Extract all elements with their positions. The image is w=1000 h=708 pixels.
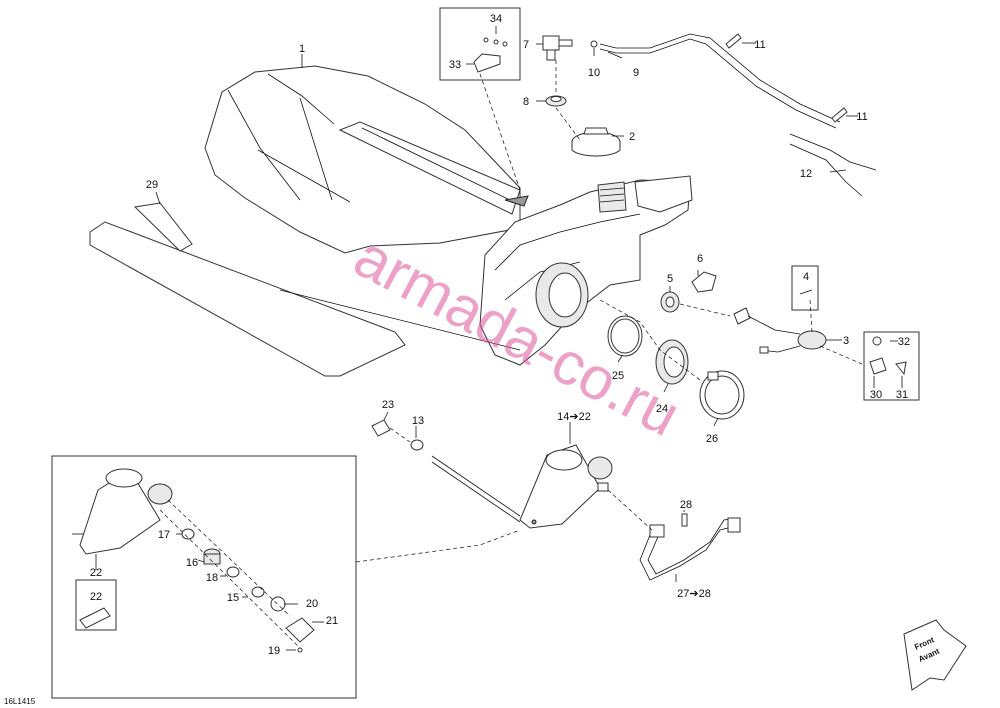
fuel-line-13 xyxy=(431,455,521,523)
clamp-10 xyxy=(590,40,598,48)
oring-25 xyxy=(607,315,643,357)
plate-21 xyxy=(285,617,315,643)
callout-c20: 20 xyxy=(306,598,318,610)
bracket-33 xyxy=(473,53,501,73)
callout-c14: 14➔22 xyxy=(557,411,591,423)
oring-17 xyxy=(181,528,195,540)
callout-c33: 33 xyxy=(449,59,461,71)
callout-c22b: 22 xyxy=(90,567,102,579)
callout-c7: 7 xyxy=(523,39,529,51)
clip-30 xyxy=(869,357,887,375)
callout-c2: 2 xyxy=(629,131,635,143)
fitting-20 xyxy=(270,596,286,612)
screw-19 xyxy=(297,647,303,653)
screws-34 xyxy=(483,37,508,47)
callout-c31: 31 xyxy=(896,389,908,401)
filler-cap-2 xyxy=(571,127,621,157)
pump-detail-body xyxy=(72,468,173,555)
callout-c19: 19 xyxy=(268,645,280,657)
callout-c1: 1 xyxy=(299,43,305,55)
callout-c23: 23 xyxy=(382,399,394,411)
callout-c10: 10 xyxy=(588,67,600,79)
screw-4 xyxy=(799,289,813,295)
callout-c29: 29 xyxy=(146,179,158,191)
fuel-level-sensor-3 xyxy=(733,307,827,354)
fuel-hose-27 xyxy=(639,517,741,581)
callout-c25: 25 xyxy=(612,370,624,382)
gasket-6 xyxy=(691,271,717,293)
reference-code: 16L1415 xyxy=(4,697,36,706)
inset-box-22 xyxy=(75,579,117,631)
part-22 xyxy=(79,607,111,629)
callout-c28: 28 xyxy=(680,499,692,511)
oring-15 xyxy=(251,586,265,598)
callout-c21: 21 xyxy=(326,615,338,627)
callout-c6: 6 xyxy=(697,253,703,265)
inset-box-4 xyxy=(791,265,819,311)
tank-cover-1 xyxy=(204,65,521,254)
lock-ring-24 xyxy=(655,339,689,385)
plug-5 xyxy=(660,291,680,313)
grommet-8 xyxy=(545,95,567,107)
callout-c34: 34 xyxy=(490,13,502,25)
callout-c8: 8 xyxy=(523,96,529,108)
inset-box-pump-detail xyxy=(51,455,357,699)
fuel-pump-assy-14-22 xyxy=(519,444,613,529)
fuel-tank-body xyxy=(479,175,693,366)
clip-28 xyxy=(681,513,688,527)
callout-c22a: 22 xyxy=(90,591,102,603)
front-direction-tag: Front Avant xyxy=(903,619,967,691)
callout-c16: 16 xyxy=(186,557,198,569)
inset-box-33-34 xyxy=(439,7,521,81)
callout-c9: 9 xyxy=(633,67,639,79)
vent-hose-9 xyxy=(599,33,841,129)
clamp-ring-26 xyxy=(699,370,745,420)
callout-c27: 27➔28 xyxy=(677,588,711,600)
filter-16 xyxy=(203,548,221,565)
vent-valve-7 xyxy=(542,35,573,61)
vent-hose-12 xyxy=(789,133,877,197)
callout-c5: 5 xyxy=(667,273,673,285)
callout-c3: 3 xyxy=(843,335,849,347)
callout-c13: 13 xyxy=(412,415,424,427)
seat-pad-29 xyxy=(89,202,406,377)
callout-c11a: 11 xyxy=(754,39,765,51)
callout-c32: 32 xyxy=(898,336,910,348)
callout-c17: 17 xyxy=(158,529,170,541)
inset-box-30-32 xyxy=(863,331,920,401)
oring-18 xyxy=(226,566,240,578)
dashed-assembly-lines xyxy=(159,60,863,649)
weight-ground-line xyxy=(279,289,521,351)
callout-c26: 26 xyxy=(706,433,718,445)
hose-clip-11a xyxy=(725,33,742,49)
callout-c12: 12 xyxy=(800,168,812,180)
callout-c18: 18 xyxy=(206,572,218,584)
callout-c15: 15 xyxy=(227,592,239,604)
hose-clip-11b xyxy=(831,107,848,123)
callout-c30: 30 xyxy=(870,389,882,401)
clip-31 xyxy=(895,361,907,376)
callout-c11b: 11 xyxy=(856,111,867,123)
fitting-23 xyxy=(371,419,391,437)
callout-c24: 24 xyxy=(656,403,668,415)
callout-c4: 4 xyxy=(803,271,809,283)
leader-lines xyxy=(95,26,903,651)
washer-13 xyxy=(410,439,424,451)
nut-32 xyxy=(872,336,882,346)
